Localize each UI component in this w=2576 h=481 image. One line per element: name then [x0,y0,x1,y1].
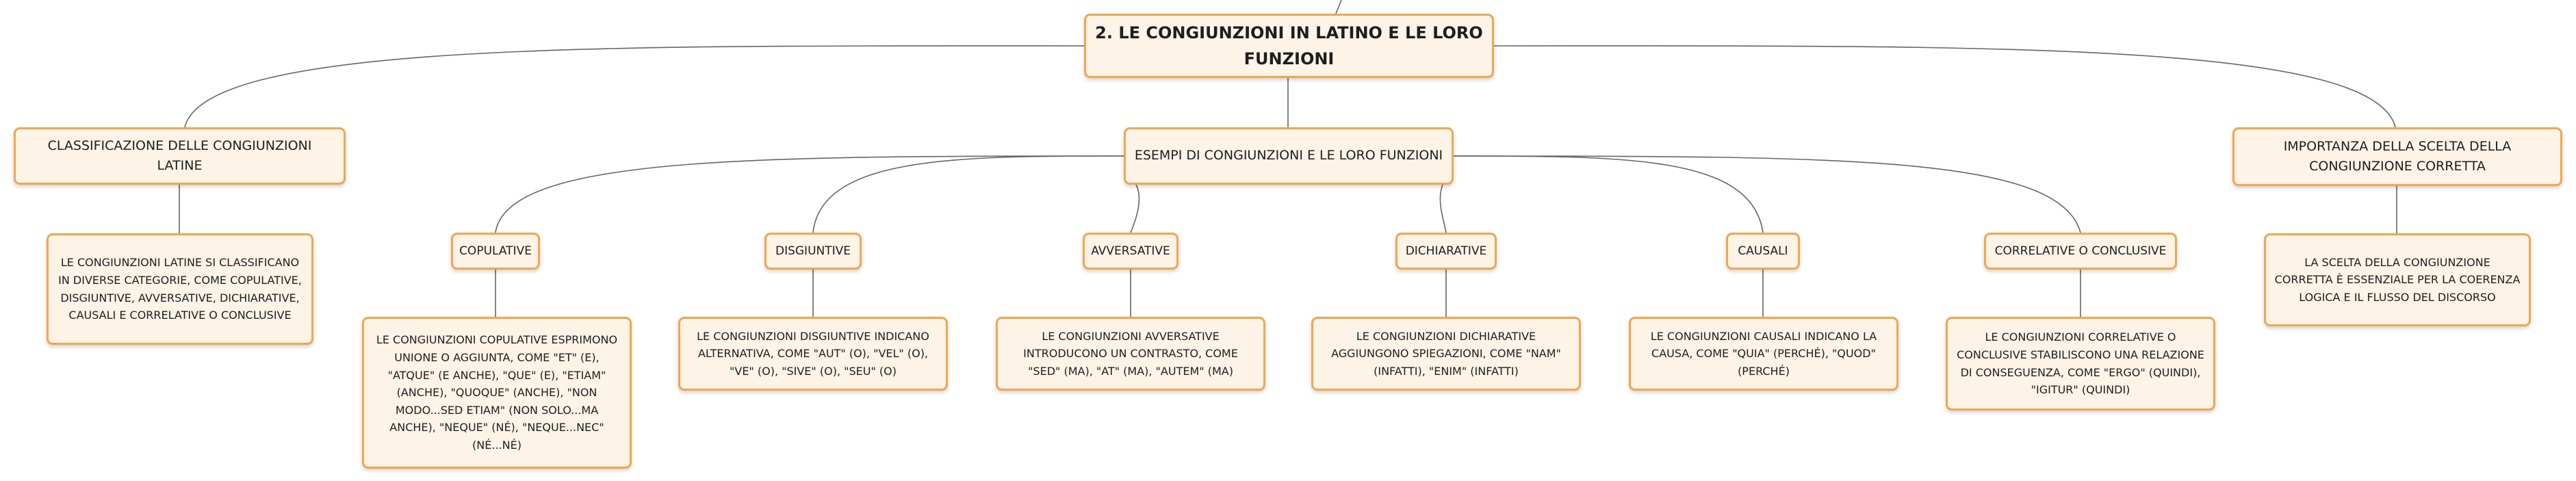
desc-avversative[interactable]: LE CONGIUNZIONI AVVERSATIVE INTRODUCONO … [996,317,1265,391]
desc-copulative[interactable]: LE CONGIUNZIONI COPULATIVE ESPRIMONO UNI… [362,317,632,469]
connector-esempi-correlative [1453,155,2081,233]
connector-root-classificazione [184,45,1085,128]
category-disgiuntive[interactable]: DISGIUNTIVE [764,233,862,270]
branch-esempi[interactable]: ESEMPI DI CONGIUNZIONI E LE LORO FUNZION… [1124,127,1454,185]
desc-importanza[interactable]: LA SCELTA DELLA CONGIUNZIONE CORRETTA È … [2264,233,2531,326]
connector-esempi-copulative [495,155,1124,233]
category-correlative[interactable]: CORRELATIVE O CONCLUSIVE [1984,233,2177,270]
branch-classificazione[interactable]: CLASSIFICAZIONE DELLE CONGIUNZIONI LATIN… [14,127,346,185]
category-dichiarative[interactable]: DICHIARATIVE [1395,233,1497,270]
branch-importanza[interactable]: IMPORTANZA DELLA SCELTA DELLA CONGIUNZIO… [2232,127,2562,186]
desc-classificazione[interactable]: LE CONGIUNZIONI LATINE SI CLASSIFICANO I… [47,233,313,345]
root-topic[interactable]: 2. LE CONGIUNZIONI IN LATINO E LE LORO F… [1084,14,1494,78]
desc-disgiuntive[interactable]: LE CONGIUNZIONI DISGIUNTIVE INDICANO ALT… [678,317,948,391]
desc-correlative[interactable]: LE CONGIUNZIONI CORRELATIVE O CONCLUSIVE… [1946,317,2215,411]
category-causali[interactable]: CAUSALI [1726,233,1800,270]
desc-dichiarative[interactable]: LE CONGIUNZIONI DICHIARATIVE AGGIUNGONO … [1311,317,1581,391]
category-avversative[interactable]: AVVERSATIVE [1083,233,1178,270]
desc-causali[interactable]: LE CONGIUNZIONI CAUSALI INDICANO LA CAUS… [1629,317,1898,391]
category-copulative[interactable]: COPULATIVE [451,233,540,270]
connector-esempi-causali [1453,155,1764,233]
connector-esempi-disgiuntive [812,155,1124,233]
connector-root-top [1335,0,1342,14]
connector-root-importanza [1493,45,2396,128]
